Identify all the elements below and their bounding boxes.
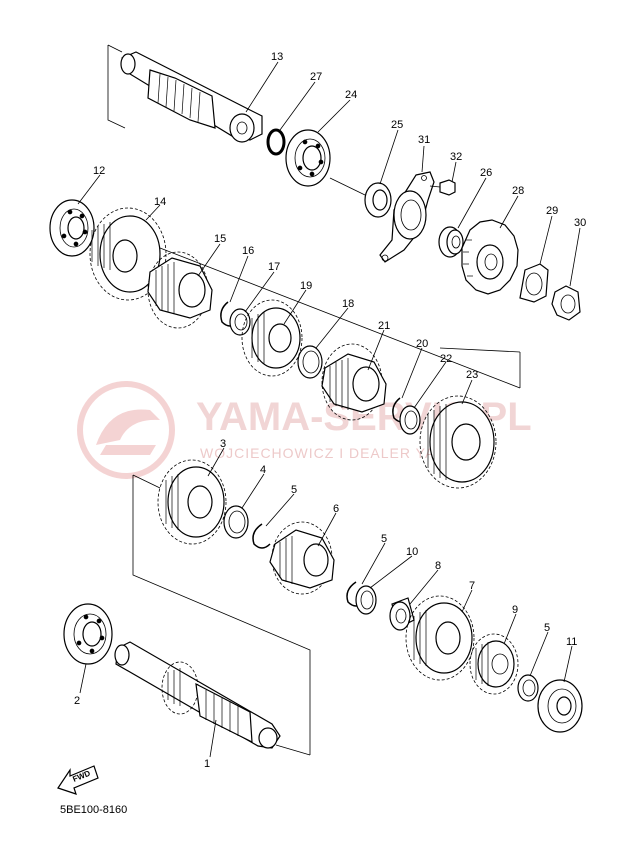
gear-9 (469, 633, 519, 695)
part-label-32: 32 (450, 151, 462, 163)
washer-18 (297, 345, 323, 379)
bolt-32 (429, 179, 456, 196)
bearing-2 (63, 603, 113, 665)
gear-15 (147, 251, 213, 329)
part-label-14: 14 (154, 196, 166, 208)
part-label-28: 28 (512, 185, 524, 197)
part-label-24: 24 (345, 89, 357, 101)
part-label-2: 2 (74, 695, 80, 707)
gear-7 (405, 595, 475, 681)
part-label-23: 23 (466, 369, 478, 381)
assembly-outline-lower (132, 474, 311, 756)
part-label-9: 9 (512, 604, 518, 616)
drive-sprocket-28 (461, 219, 519, 295)
watermark-subtitle: WOJCIECHOWICZ I DEALER YAMAHA (200, 445, 480, 461)
needle-bearing-8 (389, 597, 415, 631)
part-label-11: 11 (566, 636, 577, 648)
part-label-22: 22 (440, 353, 452, 365)
part-label-31: 31 (418, 134, 430, 146)
lock-washer-29 (519, 263, 549, 303)
nut-30 (551, 285, 581, 321)
gear-14 (89, 207, 167, 301)
part-label-5-middle: 5 (381, 533, 387, 545)
circlip-27 (266, 128, 286, 156)
bearing-12 (49, 199, 95, 257)
gear-21 (321, 343, 387, 421)
part-label-6: 6 (333, 503, 339, 515)
part-label-18: 18 (342, 298, 354, 310)
part-label-3: 3 (220, 438, 226, 450)
part-label-21: 21 (378, 320, 390, 332)
part-label-19: 19 (300, 280, 312, 292)
washer-4 (223, 505, 249, 539)
part-label-29: 29 (546, 205, 558, 217)
leader-lines (77, 61, 581, 758)
part-label-1: 1 (204, 758, 210, 770)
part-label-15: 15 (214, 233, 226, 245)
collar-26 (438, 226, 464, 258)
watermark-logo (77, 381, 175, 479)
part-label-26: 26 (480, 167, 492, 179)
part-label-10: 10 (406, 546, 418, 558)
washer-22 (399, 405, 421, 435)
part-label-25: 25 (391, 119, 403, 131)
part-labels: 13 27 24 25 31 32 26 28 29 30 12 14 15 1… (74, 51, 586, 770)
washer-10 (355, 585, 377, 615)
washer-5-lower (517, 674, 539, 702)
part-label-8: 8 (435, 560, 441, 572)
part-label-27: 27 (310, 71, 322, 83)
part-label-4: 4 (260, 464, 266, 476)
bearing-24 (285, 129, 331, 187)
circlip-5-upper (252, 523, 271, 549)
bearing-11 (537, 679, 583, 733)
part-label-5-upper: 5 (291, 484, 297, 496)
drive-axle-1 (114, 641, 281, 749)
gear-6 (269, 521, 335, 595)
gear-19 (241, 299, 303, 377)
part-label-30: 30 (574, 217, 586, 229)
part-label-17: 17 (268, 261, 280, 273)
part-label-7: 7 (469, 580, 475, 592)
lock-plate-31 (379, 171, 435, 263)
washer-17 (229, 308, 251, 336)
diagram-code: 5BE100-8160 (60, 804, 127, 816)
oil-seal-25 (364, 182, 392, 218)
part-label-13: 13 (271, 51, 283, 63)
main-axle (120, 51, 263, 143)
part-label-20: 20 (416, 338, 428, 350)
part-label-12: 12 (93, 165, 105, 177)
part-label-16: 16 (242, 245, 254, 257)
gear-23 (419, 395, 497, 489)
part-label-5-lower: 5 (544, 622, 550, 634)
gear-3 (157, 459, 227, 545)
fwd-arrow-icon: FWD (57, 765, 99, 795)
